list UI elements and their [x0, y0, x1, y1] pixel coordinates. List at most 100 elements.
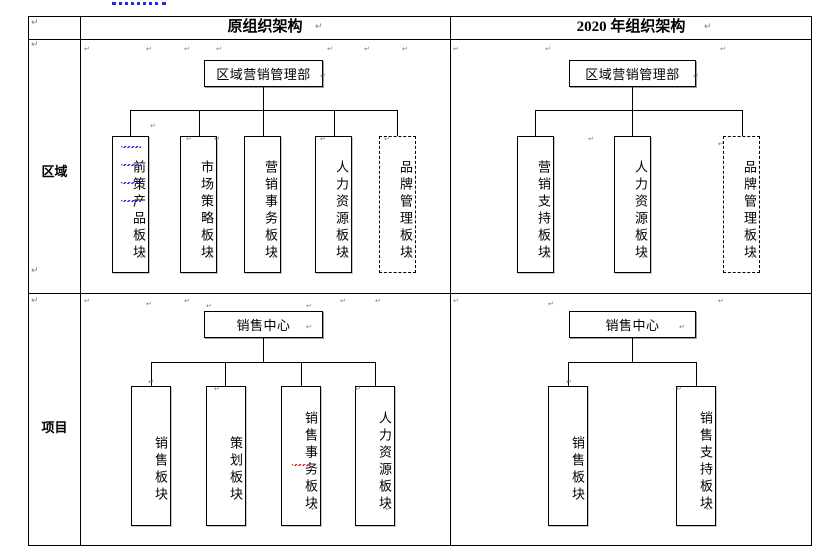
connector-trunk-project-old — [263, 338, 264, 362]
node-root-region-old[interactable]: 区域营销管理部 — [204, 60, 323, 87]
pilcrow-decoration: ↵ — [146, 300, 152, 308]
pilcrow-decoration: ↵ — [84, 297, 90, 305]
connector-drop-region-old-4 — [334, 110, 335, 136]
connector-drop-region-old-3 — [263, 110, 264, 136]
node-label: 营销事务板块 — [263, 159, 278, 262]
pilcrow-decoration: ↵ — [184, 297, 190, 305]
pilcrow-row2-left: ↵ — [31, 296, 39, 306]
node-root-region-2020[interactable]: 区域营销管理部 — [569, 60, 696, 87]
spellcheck-underline-blue — [121, 146, 141, 148]
pilcrow-decoration: ↵ — [186, 135, 192, 143]
spellcheck-underline-blue — [121, 164, 141, 166]
connector-drop-project-old-3 — [301, 362, 302, 386]
pilcrow-node-root-region-old: ↵ — [320, 72, 326, 80]
node-label: 销售板块 — [570, 436, 585, 504]
pilcrow-decoration: ↵ — [146, 45, 152, 53]
node-leaf-region-old-2[interactable]: 市场策略板块 — [180, 136, 217, 273]
node-label: 市场策略板块 — [199, 159, 214, 262]
node-leaf-project-old-2[interactable]: 策划板块 — [206, 386, 246, 526]
pilcrow-node-root-region-2020: ↵ — [693, 72, 699, 80]
pilcrow-decoration: ↵ — [718, 297, 724, 305]
connector-drop-project-old-1 — [151, 362, 152, 386]
node-leaf-project-2020-2[interactable]: 销售支持板块 — [676, 386, 716, 526]
org-chart-table — [28, 16, 812, 546]
pilcrow-decoration: ↵ — [355, 385, 361, 393]
pilcrow-decoration: ↵ — [206, 302, 212, 310]
pilcrow-header-corner: ↵ — [31, 18, 39, 28]
row-label-region: 区域 — [41, 164, 68, 179]
pilcrow-decoration: ↵ — [566, 378, 572, 386]
table-row-divider — [29, 293, 811, 294]
node-label: 人力资源板块 — [633, 159, 648, 262]
node-root-project-2020[interactable]: 销售中心 — [569, 311, 696, 338]
pilcrow-leaf-region-2020-1: ↵ — [545, 253, 551, 261]
node-leaf-region-2020-2[interactable]: 人力资源板块 — [614, 136, 651, 273]
connector-drop-region-2020-2 — [632, 110, 633, 136]
pilcrow-row1-left-b: ↵ — [31, 266, 39, 276]
pilcrow-leaf-project-old-3: ↵ — [311, 505, 317, 513]
column-header-2020: 2020 年组织架构 — [576, 19, 686, 35]
pilcrow-leaf-region-2020-3: ↵ — [751, 253, 757, 261]
pilcrow-decoration: ↵ — [548, 300, 554, 308]
node-label: 销售板块 — [153, 436, 168, 504]
node-label: 营销支持板块 — [536, 159, 551, 262]
column-header-old: 原组织架构 — [227, 19, 303, 35]
node-leaf-region-old-1[interactable]: 前策产品板块 — [112, 136, 149, 273]
pilcrow-decoration: ↵ — [214, 385, 220, 393]
table-column-divider-1 — [80, 17, 81, 545]
node-label: 销售中心 — [236, 318, 291, 333]
pilcrow-leaf-project-2020-1: ↵ — [577, 470, 583, 478]
pilcrow-decoration: ↵ — [402, 45, 408, 53]
pilcrow-decoration: ↵ — [320, 135, 326, 143]
node-label: 销售支持板块 — [698, 411, 713, 513]
pilcrow-decoration: ↵ — [375, 297, 381, 305]
connector-bus-project-2020 — [568, 362, 696, 363]
connector-drop-region-old-2 — [199, 110, 200, 136]
pilcrow-leaf-region-old-4: ↵ — [343, 253, 349, 261]
node-label: 品牌管理板块 — [742, 159, 757, 262]
pilcrow-decoration: ↵ — [184, 45, 190, 53]
table-column-divider-2 — [450, 17, 451, 545]
node-leaf-region-old-4[interactable]: 人力资源板块 — [315, 136, 352, 273]
node-leaf-region-2020-1[interactable]: 营销支持板块 — [517, 136, 554, 273]
node-label: 销售事务板块 — [303, 411, 318, 513]
node-leaf-project-old-1[interactable]: 销售板块 — [131, 386, 171, 526]
connector-drop-region-old-5 — [397, 110, 398, 136]
connector-drop-project-old-4 — [375, 362, 376, 386]
node-leaf-region-old-3[interactable]: 营销事务板块 — [244, 136, 281, 273]
node-label: 前策产品板块 — [131, 159, 146, 262]
node-leaf-region-2020-3[interactable]: 品牌管理板块 — [723, 136, 760, 273]
node-label: 销售中心 — [605, 318, 660, 333]
connector-drop-region-2020-3 — [742, 110, 743, 136]
pilcrow-decoration: ↵ — [453, 297, 459, 305]
node-label: 人力资源板块 — [334, 159, 349, 262]
pilcrow-header-left: ↵ — [315, 22, 323, 32]
spellcheck-underline-blue — [121, 200, 141, 202]
node-leaf-project-old-3[interactable]: 销售事务板块 — [281, 386, 321, 526]
pilcrow-decoration: ↵ — [340, 297, 346, 305]
connector-bus-project-old — [151, 362, 375, 363]
node-leaf-project-old-4[interactable]: 人力资源板块 — [355, 386, 395, 526]
pilcrow-leaf-region-2020-2: ↵ — [642, 253, 648, 261]
revision-dotted-mark — [112, 2, 166, 5]
pilcrow-node-root-project-2020: ↵ — [679, 323, 685, 331]
pilcrow-decoration: ↵ — [676, 385, 682, 393]
pilcrow-decoration: ↵ — [150, 122, 156, 130]
pilcrow-leaf-region-old-2: ↵ — [208, 253, 214, 261]
connector-trunk-region-old — [263, 87, 264, 110]
pilcrow-header-right: ↵ — [704, 22, 712, 32]
pilcrow-decoration: ↵ — [306, 302, 312, 310]
node-label: 人力资源板块 — [377, 411, 392, 513]
node-leaf-region-old-5[interactable]: 品牌管理板块 — [379, 136, 416, 273]
connector-drop-project-old-2 — [225, 362, 226, 386]
connector-drop-project-2020-2 — [696, 362, 697, 386]
pilcrow-decoration: ↵ — [384, 135, 390, 143]
pilcrow-decoration: ↵ — [718, 140, 724, 148]
connector-trunk-project-2020 — [632, 338, 633, 362]
pilcrow-decoration: ↵ — [720, 45, 726, 53]
pilcrow-leaf-project-2020-2: ↵ — [706, 505, 712, 513]
node-root-project-old[interactable]: 销售中心 — [204, 311, 323, 338]
node-leaf-project-2020-1[interactable]: 销售板块 — [548, 386, 588, 526]
node-label: 区域营销管理部 — [585, 67, 680, 82]
